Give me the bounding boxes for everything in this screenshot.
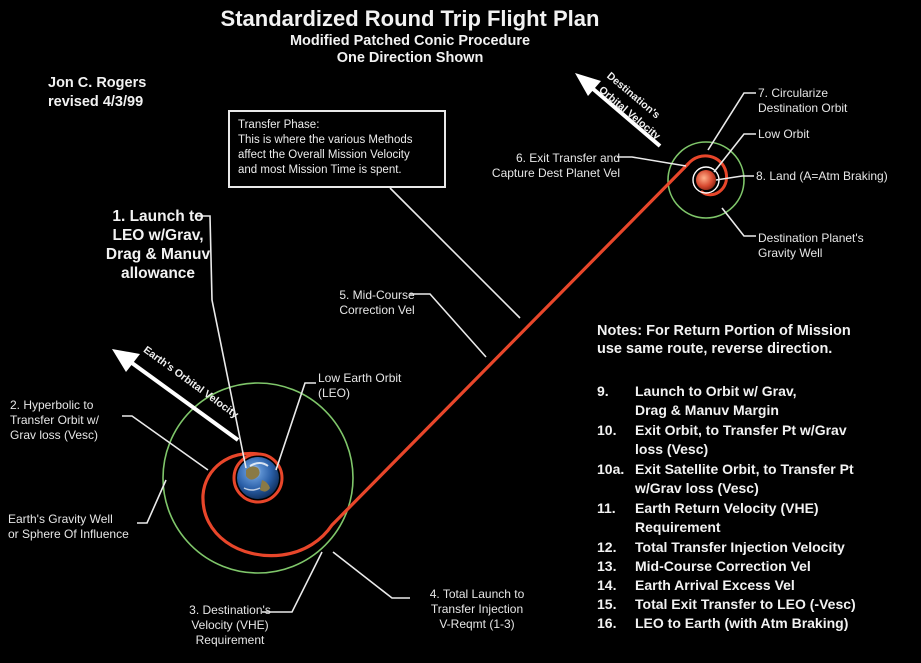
- note-text: Mid-Course Correction Vel: [635, 558, 811, 574]
- note-item: 13. Mid-Course Correction Vel: [597, 557, 917, 576]
- earth-gravity-well: [162, 382, 354, 574]
- note-item: 14. Earth Arrival Excess Vel: [597, 576, 917, 595]
- note-item: 9. Launch to Orbit w/ Grav, Drag & Manuv…: [597, 382, 917, 420]
- note-text: Total Exit Transfer to LEO (-Vesc): [635, 596, 856, 612]
- note-number: 11.: [597, 500, 616, 516]
- transfer-phase-text: Transfer Phase: This is where the variou…: [238, 119, 413, 176]
- label-exit-transfer: 6. Exit Transfer and Capture Dest Planet…: [491, 151, 620, 180]
- label-hyperbolic: 2. Hyperbolic to Transfer Orbit w/ Grav …: [10, 398, 99, 442]
- label-destination-velocity: 3. Destination's Velocity (VHE) Requirem…: [189, 603, 271, 647]
- page-subtitle: Modified Patched Conic Procedure One Dir…: [289, 33, 531, 66]
- earth-orbital-velocity-arrow-icon: [112, 349, 240, 442]
- transfer-phase-box: Transfer Phase: This is where the variou…: [228, 110, 446, 188]
- notes-list: 9. Launch to Orbit w/ Grav, Drag & Manuv…: [597, 382, 917, 633]
- note-number: 12.: [597, 539, 617, 555]
- notes-header: Notes: For Return Portion of Mission use…: [597, 323, 851, 357]
- label-land: 8. Land (A=Atm Braking): [756, 169, 888, 183]
- note-text: Earth Arrival Excess Vel: [635, 577, 795, 593]
- note-number: 13.: [597, 558, 617, 574]
- leader-lines: [122, 92, 756, 613]
- destination-orbital-velocity-arrow-icon: [575, 73, 662, 148]
- note-text: Launch to Orbit w/ Grav, Drag & Manuv Ma…: [635, 383, 797, 418]
- note-item: 16. LEO to Earth (with Atm Braking): [597, 614, 917, 633]
- transfer-trajectory: [201, 162, 690, 558]
- note-text: Earth Return Velocity (VHE) Requirement: [635, 500, 819, 535]
- note-text: LEO to Earth (with Atm Braking): [635, 615, 849, 631]
- note-text: Total Transfer Injection Velocity: [635, 539, 845, 555]
- page-title: Standardized Round Trip Flight Plan: [220, 6, 600, 31]
- note-item: 10. Exit Orbit, to Transfer Pt w/Grav lo…: [597, 421, 917, 459]
- label-earth-gravity-well: Earth's Gravity Well or Sphere Of Influe…: [8, 512, 129, 541]
- label-total-launch: 4. Total Launch to Transfer Injection V-…: [429, 587, 525, 631]
- destination-planet-icon: [696, 170, 716, 190]
- note-number: 9.: [597, 383, 609, 399]
- note-text: Exit Orbit, to Transfer Pt w/Grav loss (…: [635, 422, 847, 457]
- label-low-orbit: Low Orbit: [758, 127, 810, 141]
- label-mid-course: 5. Mid-Course Correction Vel: [339, 288, 415, 317]
- note-item: 15. Total Exit Transfer to LEO (-Vesc): [597, 595, 917, 614]
- note-number: 10.: [597, 422, 617, 438]
- destination-gravity-well: [667, 141, 745, 219]
- note-number: 10a.: [597, 461, 625, 477]
- author-credit: Jon C. Rogers revised 4/3/99: [48, 75, 147, 110]
- label-low-earth-orbit: Low Earth Orbit (LEO): [318, 371, 402, 400]
- label-launch-to-leo: 1. Launch to LEO w/Grav, Drag & Manuv al…: [105, 208, 211, 282]
- note-item: 12. Total Transfer Injection Velocity: [597, 538, 917, 557]
- label-circularize: 7. Circularize Destination Orbit: [758, 86, 848, 115]
- note-number: 16.: [597, 615, 617, 631]
- note-item: 11. Earth Return Velocity (VHE) Requirem…: [597, 499, 917, 537]
- note-item: 10a. Exit Satellite Orbit, to Transfer P…: [597, 460, 917, 498]
- label-destination-gravity-well: Destination Planet's Gravity Well: [758, 231, 864, 260]
- earth-icon: [237, 457, 279, 499]
- note-text: Exit Satellite Orbit, to Transfer Pt w/G…: [635, 461, 854, 496]
- note-number: 15.: [597, 596, 617, 612]
- destination-capture-arc: [686, 154, 729, 197]
- note-number: 14.: [597, 577, 617, 593]
